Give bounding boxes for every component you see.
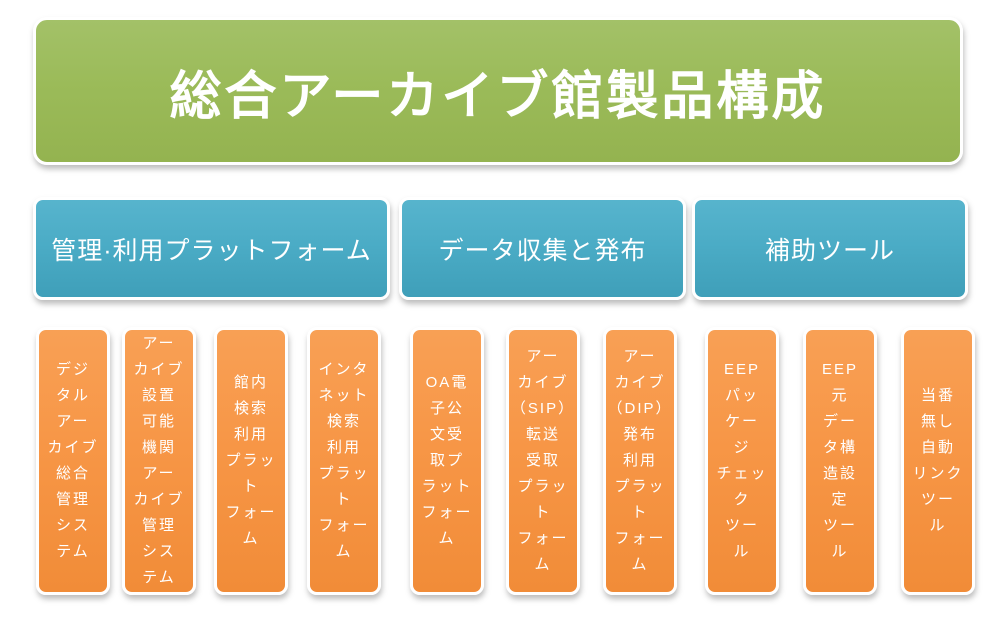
item-box-internet-search-platform: インタ ネット 検索 利用 プラッ ト フォー ム — [307, 327, 381, 595]
item-label: インタ ネット 検索 利用 プラッ ト フォー ム — [318, 361, 370, 560]
item-label: アー カイブ （DIP） 発布 利用 プラッ ト フォー ム — [607, 348, 673, 573]
item-label: 館内 検索 利用 プラッ ト フォー ム — [225, 374, 277, 547]
item-box-unattended-auto-link-tool: 当番 無し 自動 リンク ツー ル — [901, 327, 975, 595]
item-label: デジ タル アー カイブ 総合 管理 シス テム — [47, 361, 99, 560]
item-label: アー カイブ （SIP） 転送 受取 プラッ ト フォー ム — [510, 348, 576, 573]
item-box-archive-sip-transfer-receipt-platform: アー カイブ （SIP） 転送 受取 プラッ ト フォー ム — [506, 327, 580, 595]
category-box-auxiliary-tools: 補助ツール — [692, 197, 968, 300]
item-box-onsite-search-platform: 館内 検索 利用 プラッ ト フォー ム — [214, 327, 288, 595]
item-label: アー カイブ 設置 可能 機関 アー カイブ 管理 シス テム — [133, 335, 185, 586]
item-label: EEP 元 デー タ構 造設 定 ツー ル — [821, 361, 858, 560]
item-box-digital-archive-management-system: デジ タル アー カイブ 総合 管理 シス テム — [36, 327, 110, 595]
item-box-archive-dip-publishing-platform: アー カイブ （DIP） 発布 利用 プラッ ト フォー ム — [603, 327, 677, 595]
item-label: OA電 子公 文受 取プ ラット フォー ム — [421, 374, 473, 547]
item-box-archive-institution-management-system: アー カイブ 設置 可能 機関 アー カイブ 管理 シス テム — [122, 327, 196, 595]
diagram-title-box: 総合アーカイブ館製品構成 — [33, 17, 963, 165]
category-box-management-usage-platform: 管理·利用プラットフォーム — [33, 197, 390, 300]
item-label: 当番 無し 自動 リンク ツー ル — [912, 387, 964, 534]
item-box-eep-package-check-tool: EEP パッ ケー ジ チェッ ク ツー ル — [705, 327, 779, 595]
category-box-data-collection-publishing: データ収集と発布 — [399, 197, 686, 300]
item-label: EEP パッ ケー ジ チェッ ク ツー ル — [716, 361, 768, 560]
item-box-oa-edocument-receipt-platform: OA電 子公 文受 取プ ラット フォー ム — [410, 327, 484, 595]
category-label: 補助ツール — [764, 236, 895, 265]
category-label: 管理·利用プラットフォーム — [51, 236, 372, 265]
diagram-title: 総合アーカイブ館製品構成 — [169, 67, 827, 126]
item-box-eep-metadata-structure-tool: EEP 元 デー タ構 造設 定 ツー ル — [803, 327, 877, 595]
category-label: データ収集と発布 — [438, 236, 647, 265]
